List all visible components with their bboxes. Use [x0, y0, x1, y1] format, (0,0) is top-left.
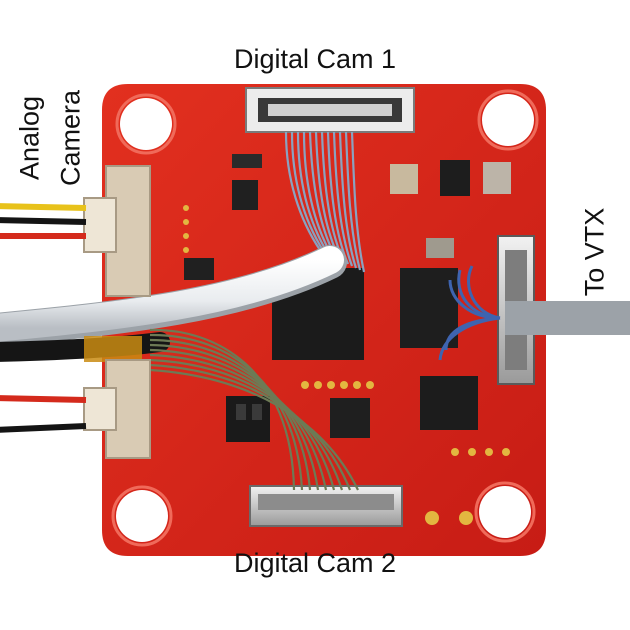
- mount-hole-top-left: [120, 98, 172, 150]
- chip-top: [440, 160, 470, 196]
- label-digital-cam-2: Digital Cam 2: [233, 548, 397, 578]
- gold-pads: [183, 205, 510, 525]
- black-cable: [0, 332, 170, 362]
- label-digital-cam-1: Digital Cam 1: [233, 44, 397, 74]
- label-analog: Analog: [14, 95, 45, 181]
- mount-hole-bottom-left: [116, 490, 168, 542]
- dip-switch: [226, 396, 270, 442]
- vtx-cable: [438, 265, 630, 361]
- cam1-connector: [245, 87, 415, 133]
- chip-small: [420, 376, 478, 430]
- power-connector: [83, 359, 151, 459]
- power-wires: [0, 395, 87, 433]
- analog-connector: [83, 165, 151, 297]
- cam2-ribbon: [149, 328, 359, 491]
- chip-right: [400, 268, 458, 348]
- label-to-vtx: To VTX: [579, 207, 610, 297]
- mount-hole-top-right: [482, 94, 534, 146]
- label-camera: Camera: [55, 89, 86, 187]
- main-white-cable: [0, 245, 347, 347]
- cam2-connector: [249, 485, 403, 527]
- analog-wires: [0, 203, 87, 239]
- mount-hole-bottom-right: [479, 486, 531, 538]
